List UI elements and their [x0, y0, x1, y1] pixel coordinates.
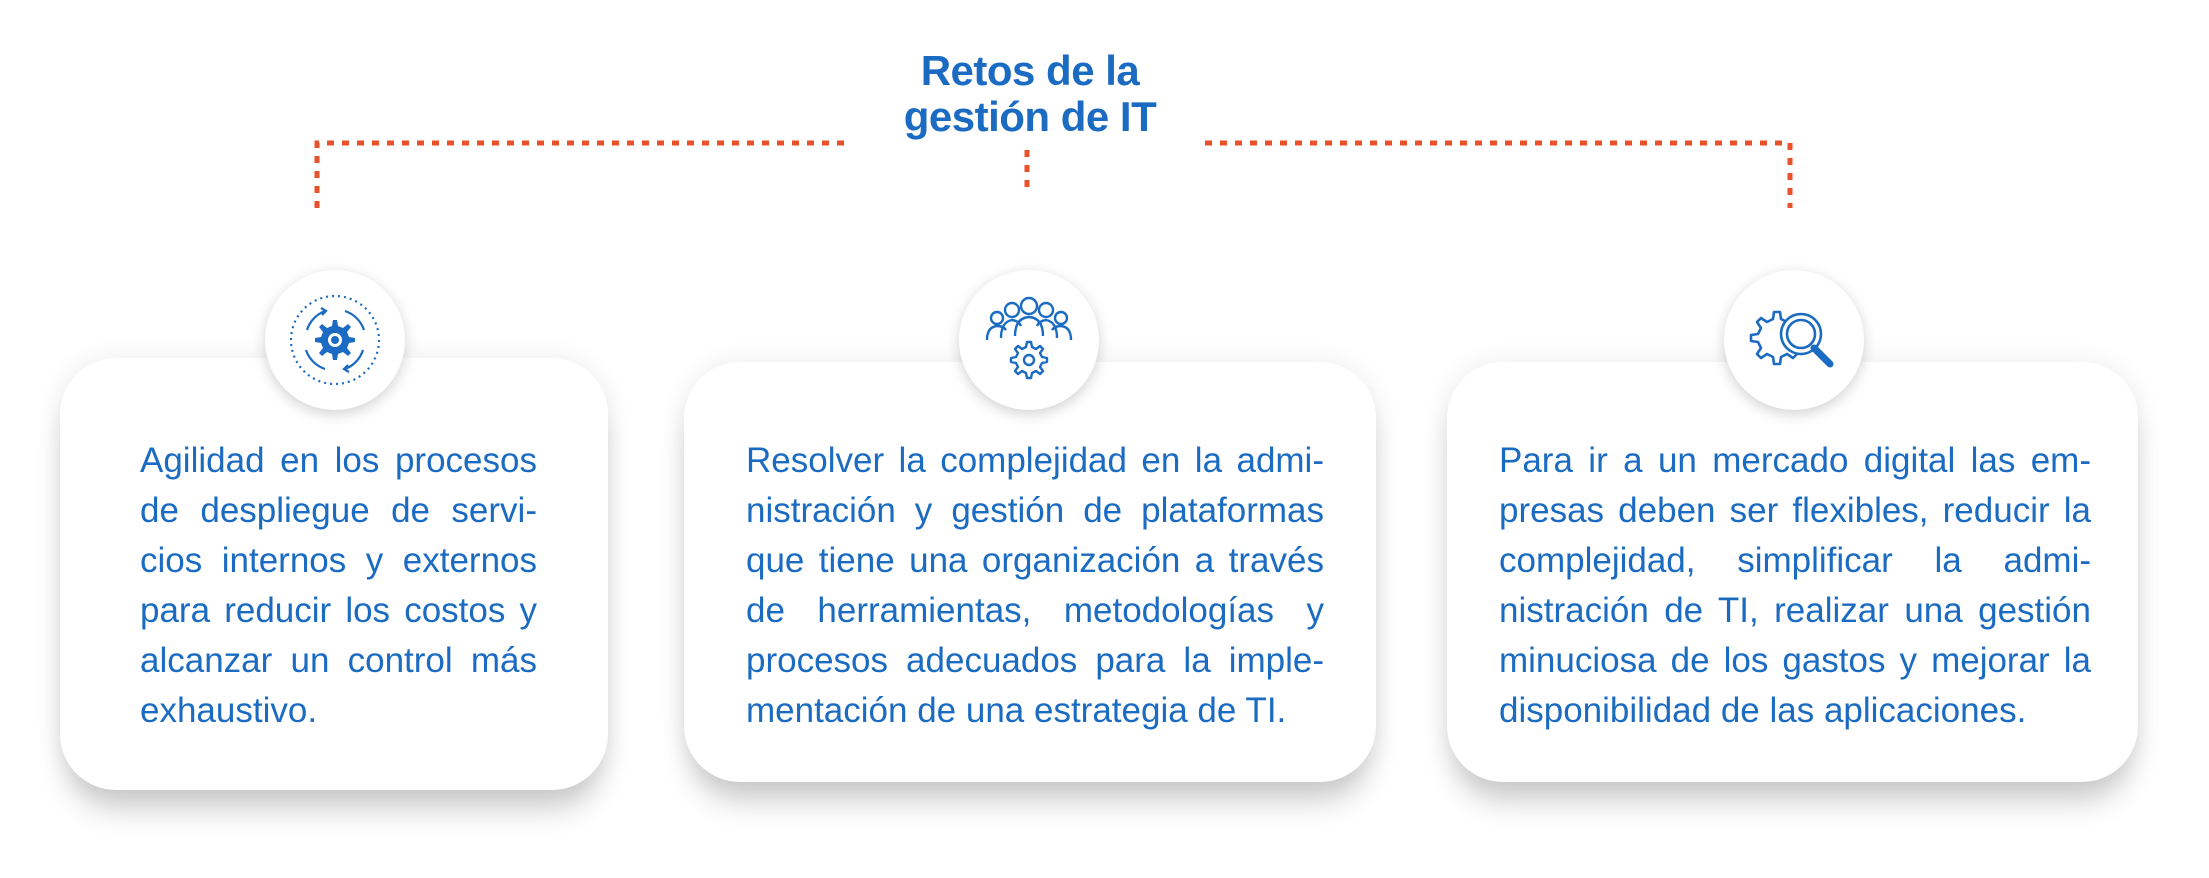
challenge-card-3: Para ir a un mercado digital las em­pres…: [1447, 362, 2138, 782]
connector-left: [314, 140, 845, 208]
card-3-text: Para ir a un mercado digital las em­pres…: [1499, 441, 2091, 730]
diagram-title: Retos de la gestión de IT: [880, 48, 1180, 140]
card-1-icon-badge: [265, 270, 405, 410]
challenge-card-2: Resolver la complejidad en la admi­nistr…: [684, 362, 1376, 782]
card-2-text: Resolver la complejidad en la admi­nistr…: [746, 441, 1324, 730]
card-2-icon-badge: [959, 270, 1099, 410]
connector-right: [1205, 140, 1793, 208]
team-gear-icon: [985, 296, 1073, 380]
card-3-icon-badge: [1724, 270, 1864, 410]
title-line-1: Retos de la: [920, 47, 1140, 94]
challenge-card-1: Agilidad en los procesos de despliegue d…: [60, 358, 608, 790]
gear-search-icon: [1749, 310, 1834, 368]
gear-cycle-icon: [289, 294, 381, 386]
card-1-text: Agilidad en los procesos de despliegue d…: [140, 441, 537, 730]
title-line-2: gestión de IT: [903, 93, 1157, 140]
